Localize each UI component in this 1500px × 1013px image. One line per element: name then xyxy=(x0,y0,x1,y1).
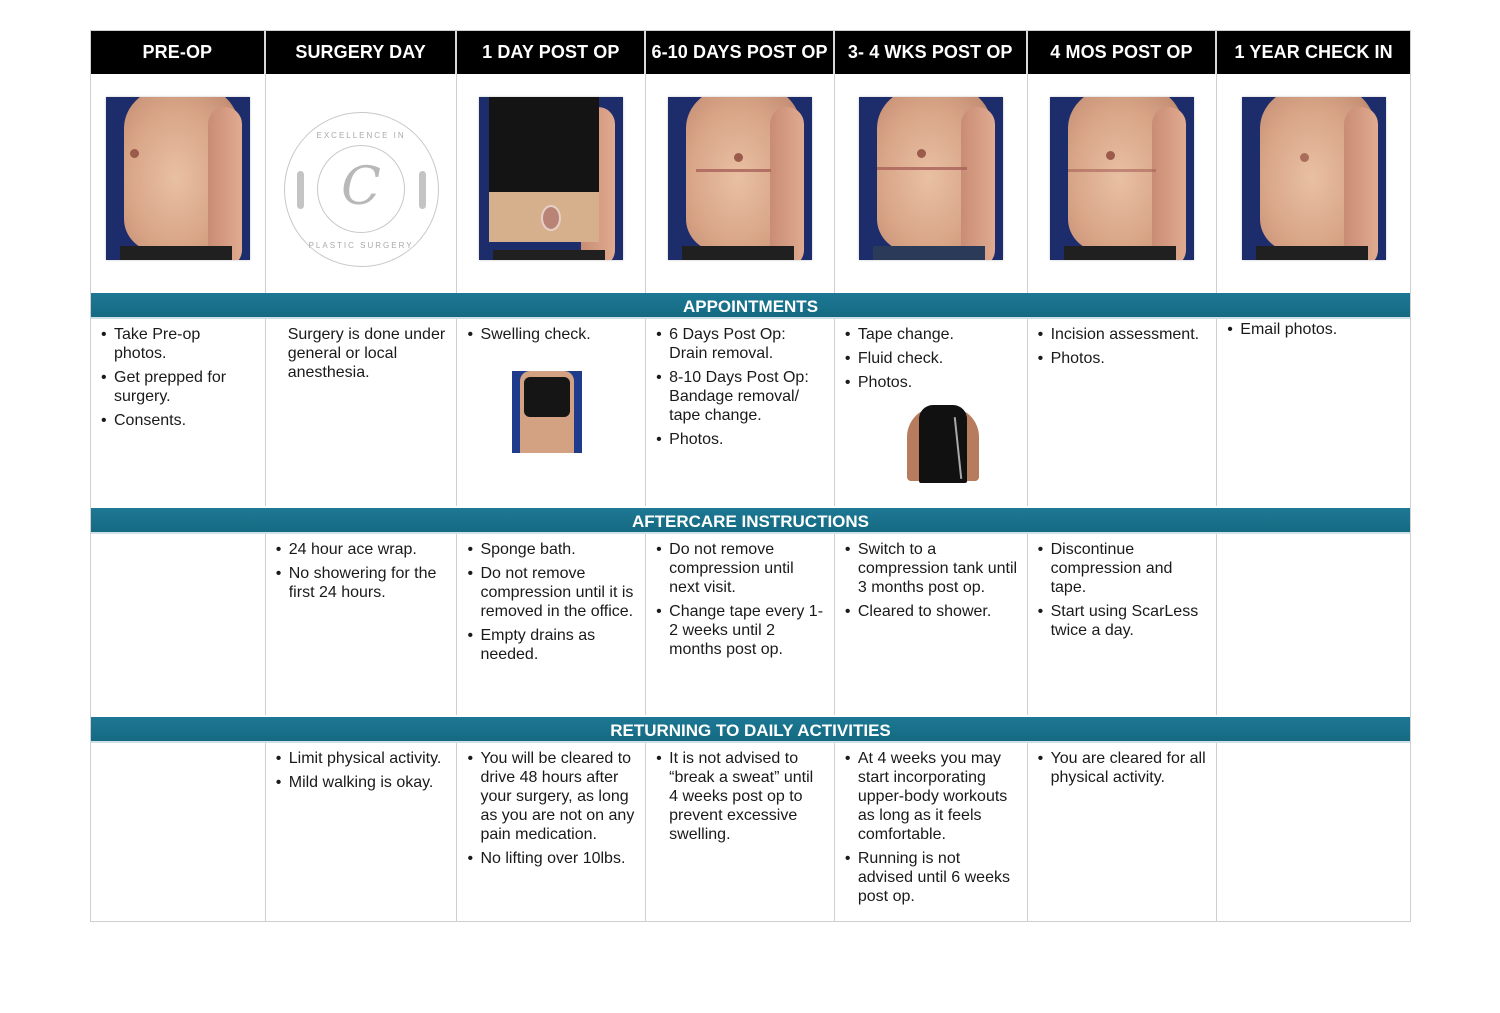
list-item: Do not remove compression until it is re… xyxy=(467,564,637,621)
section-title-activities: RETURNING TO DAILY ACTIVITIES xyxy=(91,717,1410,743)
photo-row: EXCELLENCE IN C PLASTIC SURGERY xyxy=(91,74,1410,293)
list-item: Start using ScarLess twice a day. xyxy=(1038,602,1209,640)
clinic-logo: EXCELLENCE IN C PLASTIC SURGERY xyxy=(283,112,439,267)
list-item: Tape change. xyxy=(845,325,1019,344)
list-item: No showering for the first 24 hours. xyxy=(276,564,449,602)
list-item: 6 Days Post Op: Drain removal. xyxy=(656,325,826,363)
list-item: Empty drains as needed. xyxy=(467,626,637,664)
section-title-appointments: APPOINTMENTS xyxy=(91,293,1410,319)
stage-header-pre-op: PRE-OP xyxy=(91,31,266,74)
list-item: No lifting over 10lbs. xyxy=(467,849,637,868)
list-item: Photos. xyxy=(845,373,1019,392)
list-item: Photos. xyxy=(1038,349,1209,368)
list-item: Sponge bath. xyxy=(467,540,637,559)
list-item: Photos. xyxy=(656,430,826,449)
pre-op-photo xyxy=(105,97,250,260)
stage-header-4-months: 4 MOS POST OP xyxy=(1027,31,1218,74)
recovery-timeline-table: PRE-OP SURGERY DAY 1 DAY POST OP 6-10 DA… xyxy=(90,30,1411,922)
list-item: Take Pre-op photos. xyxy=(101,325,257,363)
list-item: 8-10 Days Post Op: Bandage removal/ tape… xyxy=(656,368,826,425)
appointments-row: Take Pre-op photos. Get prepped for surg… xyxy=(91,319,1410,506)
list-item: Switch to a compression tank until 3 mon… xyxy=(845,540,1019,597)
list-item: Cleared to shower. xyxy=(845,602,1019,621)
list-item: 24 hour ace wrap. xyxy=(276,540,449,559)
compression-binder-thumbnail xyxy=(512,371,583,453)
section-title-aftercare: AFTERCARE INSTRUCTIONS xyxy=(91,508,1410,534)
stage-header-3-4-weeks: 3- 4 WKS POST OP xyxy=(834,31,1028,74)
list-item: Do not remove compression until next vis… xyxy=(656,540,826,597)
list-item: Email photos. xyxy=(1227,320,1402,339)
stage-header-1-year: 1 YEAR CHECK IN xyxy=(1217,31,1410,74)
6-10-days-post-op-photo xyxy=(668,97,813,260)
list-item: Limit physical activity. xyxy=(276,749,449,768)
activities-row: Limit physical activity. Mild walking is… xyxy=(91,743,1410,921)
stage-header-1-day: 1 DAY POST OP xyxy=(457,31,647,74)
list-item: Consents. xyxy=(101,411,257,430)
list-item: You are cleared for all physical activit… xyxy=(1038,749,1209,787)
list-item: Discontinue compression and tape. xyxy=(1038,540,1209,597)
list-item: Change tape every 1-2 weeks until 2 mont… xyxy=(656,602,826,659)
1-day-post-op-photo xyxy=(479,97,624,260)
stage-header-6-10-days: 6-10 DAYS POST OP xyxy=(646,31,835,74)
list-item: You will be cleared to drive 48 hours af… xyxy=(467,749,637,844)
4-months-post-op-photo xyxy=(1049,97,1194,260)
compression-tank-top-thumbnail xyxy=(903,403,983,483)
1-year-post-op-photo xyxy=(1241,97,1386,260)
stage-header-surgery-day: SURGERY DAY xyxy=(265,31,458,74)
list-item: It is not advised to “break a sweat” unt… xyxy=(656,749,826,844)
list-item: Swelling check. xyxy=(467,325,637,344)
list-item: At 4 weeks you may start incorporating u… xyxy=(845,749,1019,844)
stage-header-row: PRE-OP SURGERY DAY 1 DAY POST OP 6-10 DA… xyxy=(91,31,1410,74)
list-item: Mild walking is okay. xyxy=(276,773,449,792)
aftercare-row: 24 hour ace wrap. No showering for the f… xyxy=(91,534,1410,715)
list-item: Fluid check. xyxy=(845,349,1019,368)
list-item: Incision assessment. xyxy=(1038,325,1209,344)
cell-text: Surgery is done under general or local a… xyxy=(287,326,446,381)
list-item: Running is not advised until 6 weeks pos… xyxy=(845,849,1019,906)
list-item: Get prepped for surgery. xyxy=(101,368,257,406)
3-4-weeks-post-op-photo xyxy=(858,97,1003,260)
